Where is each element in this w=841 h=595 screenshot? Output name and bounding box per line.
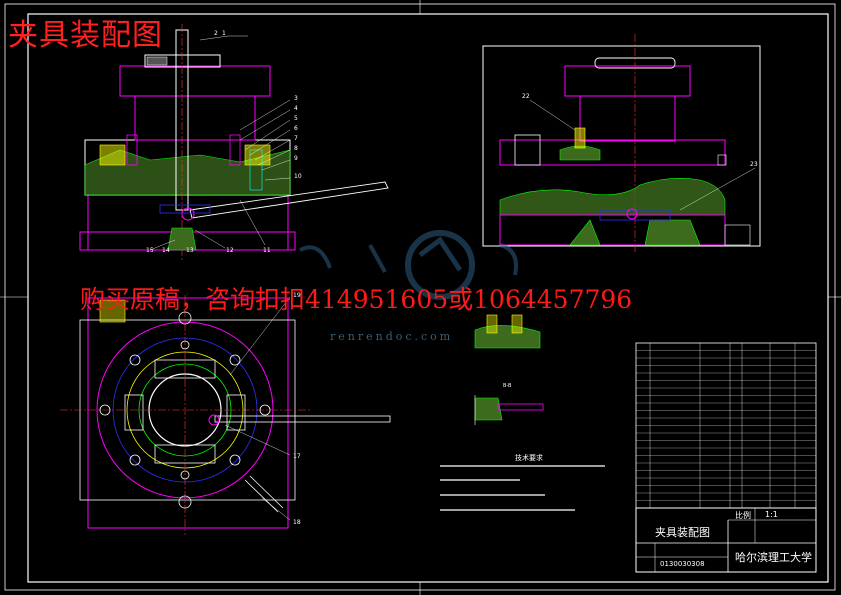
svg-text:13: 13 — [186, 247, 194, 254]
drawing-title-overlay: 夹具装配图 — [8, 18, 163, 53]
side-view: 22 23 — [482, 34, 761, 252]
svg-text:22: 22 — [522, 93, 530, 100]
title-block-scale-label: 比例 — [735, 511, 751, 520]
watermark-logo — [299, 230, 518, 300]
svg-text:9: 9 — [294, 155, 298, 162]
watermark-text: renrendoc.com — [330, 330, 454, 343]
svg-text:1: 1 — [222, 30, 226, 37]
inner-frame — [27, 13, 829, 583]
svg-text:5: 5 — [294, 115, 298, 122]
title-block-drawing-name: 夹具装配图 — [655, 526, 710, 539]
svg-text:14: 14 — [162, 247, 170, 254]
svg-text:4: 4 — [294, 105, 298, 112]
svg-text:19: 19 — [293, 292, 301, 299]
title-block-student-id: 0130030308 — [660, 560, 705, 568]
svg-text:7: 7 — [294, 135, 298, 142]
technical-requirements — [440, 465, 605, 511]
svg-text:15: 15 — [146, 247, 154, 254]
parts-list-table — [635, 342, 817, 509]
svg-text:2: 2 — [214, 30, 218, 37]
svg-text:18: 18 — [293, 519, 301, 526]
svg-text:3: 3 — [294, 95, 298, 102]
promo-text: 购买原稿，咨询扣扣414951605或1064457796 — [80, 285, 633, 314]
title-block-school: 哈尔滨理工大学 — [735, 551, 812, 564]
title-block-scale: 1:1 — [765, 510, 778, 519]
svg-text:6: 6 — [294, 125, 298, 132]
title-block — [635, 507, 817, 573]
svg-text:12: 12 — [226, 247, 234, 254]
svg-text:11: 11 — [263, 247, 271, 254]
svg-text:10: 10 — [294, 173, 302, 180]
tech-req-heading: 技术要求 — [515, 454, 543, 462]
svg-text:B-B: B-B — [503, 383, 512, 389]
detail-views: B-B — [474, 314, 544, 425]
svg-text:17: 17 — [293, 453, 301, 460]
svg-text:8: 8 — [294, 145, 298, 152]
top-view: 17 18 19 — [60, 292, 391, 535]
svg-text:23: 23 — [750, 161, 758, 168]
